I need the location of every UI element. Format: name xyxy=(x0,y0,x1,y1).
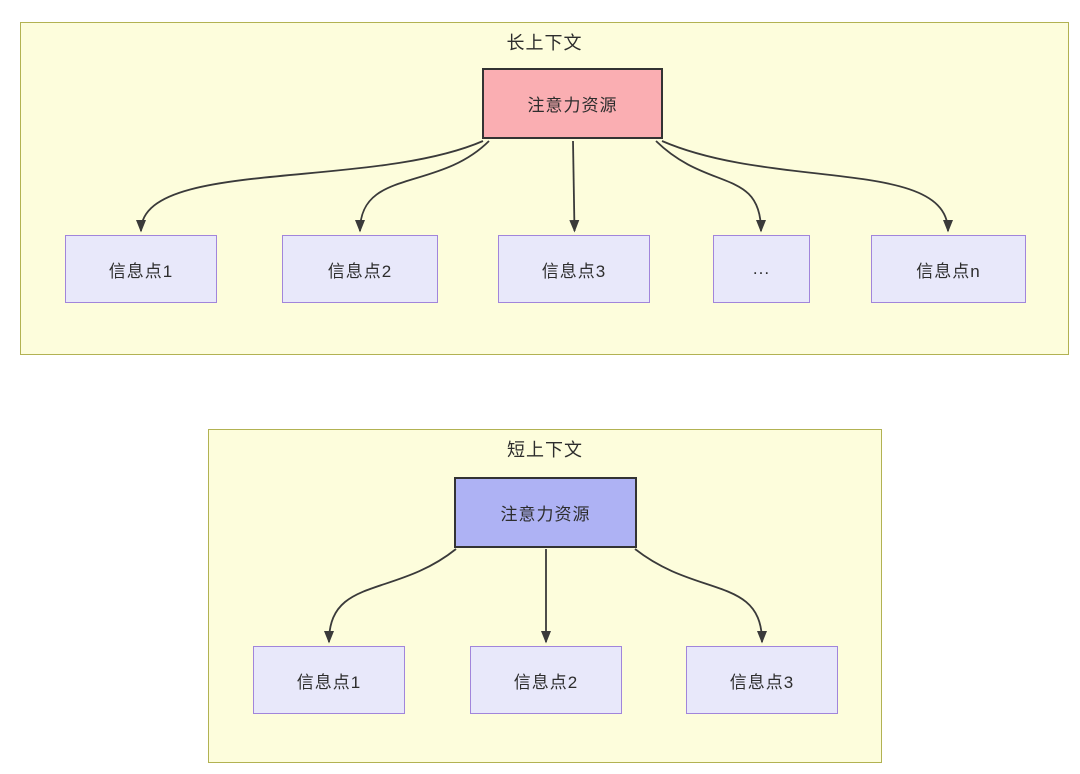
long-attention-node: 注意力资源 xyxy=(482,68,663,139)
short-info-node-1: 信息点1 xyxy=(253,646,405,714)
long-info-node-3: 信息点3 xyxy=(498,235,650,303)
long-info-node-ellipsis: ... xyxy=(713,235,810,303)
long-context-title: 长上下文 xyxy=(506,33,583,53)
long-info-node-2: 信息点2 xyxy=(282,235,438,303)
short-attention-node: 注意力资源 xyxy=(454,477,637,548)
short-info-node-2: 信息点2 xyxy=(470,646,622,714)
short-info-node-3: 信息点3 xyxy=(686,646,838,714)
long-info-node-n: 信息点n xyxy=(871,235,1026,303)
short-context-title: 短上下文 xyxy=(507,440,583,460)
long-info-node-1: 信息点1 xyxy=(65,235,217,303)
